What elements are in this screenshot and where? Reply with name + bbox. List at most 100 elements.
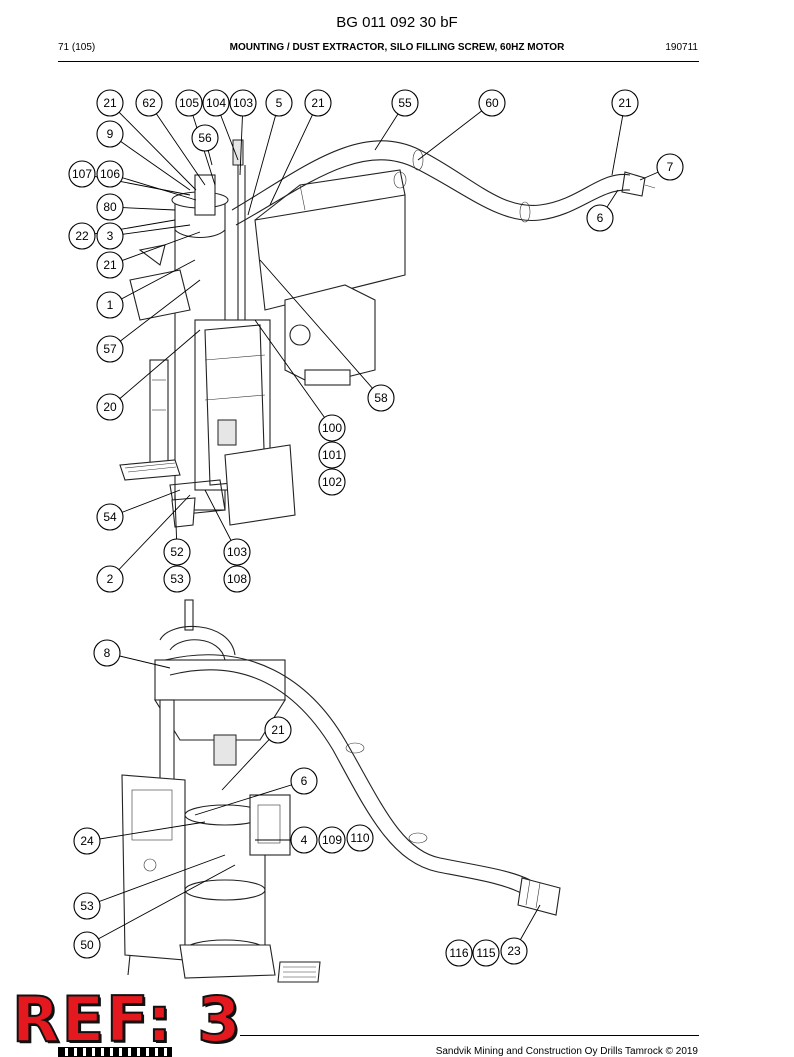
callout-number: 23 — [507, 944, 521, 958]
leader-line — [254, 319, 333, 429]
callout-balloon: 6 — [586, 204, 614, 232]
callout-number: 102 — [322, 475, 342, 489]
callout-balloon: 57 — [96, 335, 124, 363]
callout-number: 110 — [350, 831, 369, 845]
callout-balloon: 58 — [367, 384, 395, 412]
top-assembly-drawing — [119, 139, 656, 528]
callout-number: 62 — [142, 96, 156, 110]
callout-number: 107 — [72, 167, 92, 181]
callout-balloon: 52 — [163, 538, 191, 566]
callout-balloon: 50 — [73, 931, 101, 959]
callout-balloon: 101 — [318, 441, 346, 469]
callout-balloon: 108 — [223, 565, 251, 593]
callout-balloon: 6 — [290, 767, 318, 795]
leader-line — [221, 729, 279, 791]
callout-number: 53 — [80, 899, 94, 913]
callout-number: 80 — [103, 200, 117, 214]
page-number: 71 (105) — [58, 42, 96, 53]
callout-balloon: 54 — [96, 503, 124, 531]
callout-number: 1 — [107, 298, 114, 312]
callout-balloon: 2 — [96, 565, 124, 593]
leader-line — [269, 102, 319, 206]
leader-line — [109, 102, 197, 191]
callout-number: 116 — [449, 946, 468, 960]
callout-number: 20 — [103, 400, 117, 414]
callout-balloon: 80 — [96, 193, 124, 221]
callout-balloon: 115 — [472, 939, 500, 967]
callout-balloon: 62 — [135, 89, 163, 117]
callout-number: 103 — [227, 545, 247, 559]
callout-number: 2 — [107, 572, 114, 586]
callout-balloon: 4 — [290, 826, 318, 854]
callout-balloon: 103 — [229, 89, 257, 117]
callout-balloon: 53 — [163, 565, 191, 593]
callout-number: 3 — [107, 229, 114, 243]
callout-number: 6 — [301, 774, 308, 788]
callout-balloon: 21 — [96, 251, 124, 279]
callout-number: 106 — [100, 167, 120, 181]
callout-balloon: 1 — [96, 291, 124, 319]
callout-number: 58 — [374, 391, 388, 405]
callout-balloon: 110 — [346, 824, 374, 852]
callout-balloon: 103 — [223, 538, 251, 566]
callout-number: 24 — [80, 834, 94, 848]
leader-line — [259, 259, 382, 399]
leader-line — [109, 173, 197, 201]
callout-balloon: 21 — [611, 89, 639, 117]
callout-balloon: 106 — [96, 160, 124, 188]
leader-line — [86, 854, 226, 907]
leader-line — [417, 102, 493, 161]
callout-number: 52 — [170, 545, 184, 559]
page-title: MOUNTING / DUST EXTRACTOR, SILO FILLING … — [229, 42, 565, 53]
callout-balloon: 8 — [93, 639, 121, 667]
callout-number: 100 — [322, 421, 342, 435]
reference-stamp: REF: 3 — [11, 982, 243, 1057]
callout-balloon: 21 — [264, 716, 292, 744]
leader-line — [194, 780, 305, 816]
callout-number: 53 — [170, 572, 184, 586]
callout-balloon: 23 — [500, 937, 528, 965]
callout-balloon: 60 — [478, 89, 506, 117]
callout-number: 57 — [103, 342, 117, 356]
callout-number: 101 — [322, 448, 342, 462]
company-logo — [58, 1047, 172, 1057]
leader-line — [109, 279, 201, 350]
callout-number: 21 — [103, 258, 117, 272]
callout-balloon: 3 — [96, 222, 124, 250]
callout-balloon: 5 — [265, 89, 293, 117]
callout-number: 55 — [398, 96, 412, 110]
callout-number: 8 — [104, 646, 111, 660]
callout-number: 104 — [206, 96, 226, 110]
leader-line — [109, 231, 201, 266]
leader-line — [109, 259, 196, 306]
callout-balloon: 7 — [656, 153, 684, 181]
callout-number: 22 — [75, 229, 89, 243]
callout-number: 4 — [301, 833, 308, 847]
callout-balloon: 21 — [96, 89, 124, 117]
callout-balloon: 100 — [318, 414, 346, 442]
callout-number: 6 — [597, 211, 604, 225]
callout-balloon: 116 — [445, 939, 473, 967]
callout-balloon: 9 — [96, 120, 124, 148]
callout-balloon: 104 — [202, 89, 230, 117]
document-code: BG 011 092 30 bF — [336, 14, 458, 31]
callout-balloon: 55 — [391, 89, 419, 117]
callout-balloon: 22 — [68, 222, 96, 250]
callout-number: 7 — [667, 160, 674, 174]
leader-line — [247, 102, 280, 216]
callout-number: 60 — [485, 96, 499, 110]
callout-balloon: 21 — [304, 89, 332, 117]
callout-number: 21 — [311, 96, 325, 110]
copyright-notice: Sandvik Mining and Construction Oy Drill… — [435, 1046, 698, 1057]
callout-number: 21 — [271, 723, 285, 737]
callout-balloon: 53 — [73, 892, 101, 920]
leader-line — [109, 133, 191, 191]
revision-date: 190711 — [665, 42, 698, 53]
callout-number: 21 — [103, 96, 117, 110]
leader-line — [86, 821, 206, 842]
callout-balloon: 24 — [73, 827, 101, 855]
leader-line — [148, 102, 206, 186]
callout-number: 21 — [618, 96, 632, 110]
leader-line — [109, 329, 201, 408]
